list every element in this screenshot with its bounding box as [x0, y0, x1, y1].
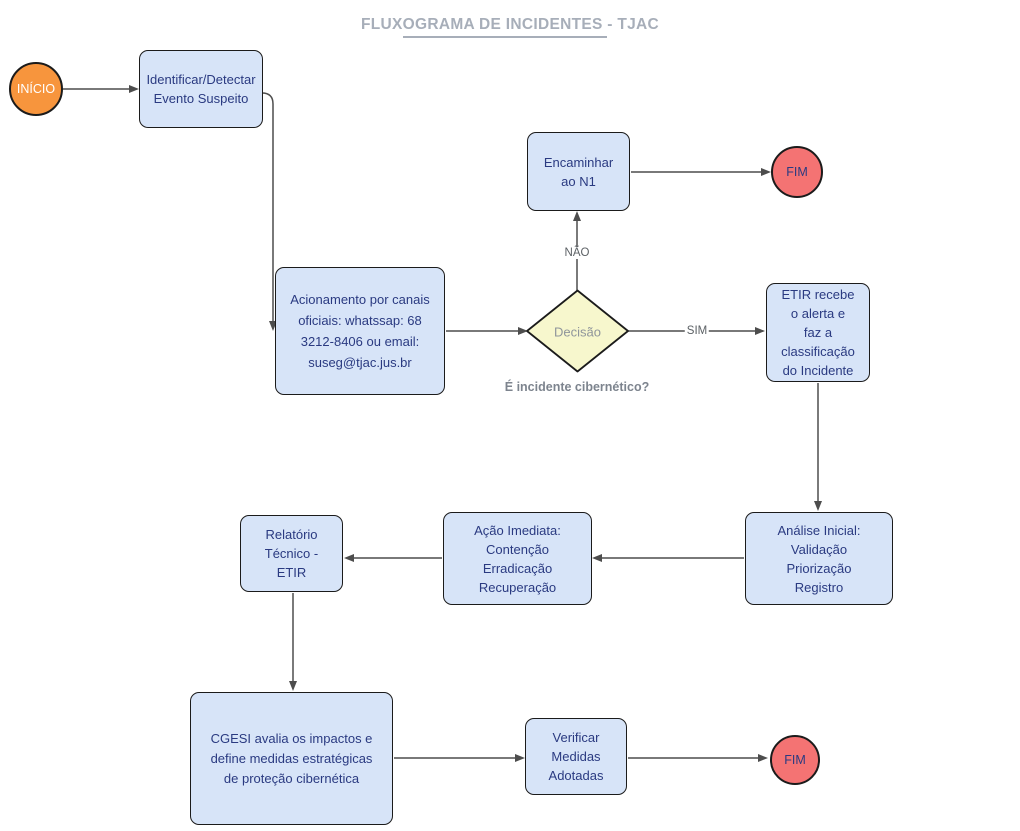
process-acao-node: Ação Imediata: Contenção Erradicação Rec… — [443, 512, 592, 605]
end-node-2: FIM — [770, 735, 820, 785]
process-etir-node: ETIR recebe o alerta e faz a classificaç… — [766, 283, 870, 382]
process-acionamento-node: Acionamento por canais oficiais: whatssa… — [275, 267, 445, 395]
process-analise-node: Análise Inicial: Validação Priorização R… — [745, 512, 893, 605]
decision-question-label: É incidente cibernético? — [504, 380, 650, 394]
decision-no-edge-label: NÃO — [562, 247, 592, 259]
page-title-underlined: OGRAMA DE INCIDENTES — [402, 16, 608, 38]
process-identify-node: Identificar/Detectar Evento Suspeito — [139, 50, 263, 128]
decision-diamond — [526, 289, 629, 373]
process-encaminhar-node: Encaminhar ao N1 — [527, 132, 630, 211]
process-cgesi-node: CGESI avalia os impactos e define medida… — [190, 692, 393, 825]
decision-label: Decisão — [554, 324, 601, 340]
end-node-1: FIM — [771, 146, 823, 198]
start-node: INÍCIO — [9, 62, 63, 116]
process-relatorio-node: Relatório Técnico - ETIR — [240, 515, 343, 592]
process-verificar-node: Verificar Medidas Adotadas — [525, 718, 627, 795]
page-title-part3: - TJAC — [607, 16, 660, 33]
page-title-part1: FLUX — [360, 16, 403, 33]
edge-identify-to-acionamento — [261, 92, 277, 331]
decision-yes-edge-label: SIM — [684, 325, 710, 337]
page-title: FLUXOGRAMA DE INCIDENTES - TJAC — [0, 16, 1020, 38]
